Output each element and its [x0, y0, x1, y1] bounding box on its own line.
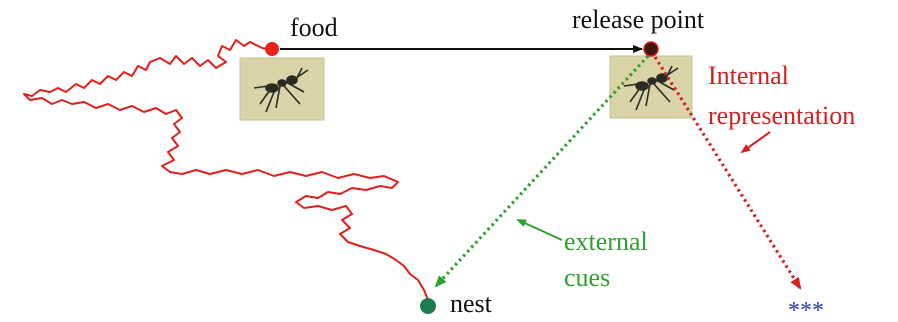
nest-dot — [420, 298, 436, 314]
nest-label: nest — [450, 289, 493, 318]
food-label: food — [290, 13, 338, 42]
external-label-pointer — [518, 220, 562, 240]
ant-photo-food — [240, 58, 324, 120]
internal-label-line1: Internal — [708, 61, 789, 90]
release-point-dot — [644, 42, 658, 56]
external-label-line2: cues — [564, 263, 610, 292]
foraging-path — [24, 40, 428, 300]
food-dot — [265, 42, 279, 56]
ant-photo-release — [610, 56, 692, 118]
internal-label-line2: representation — [708, 101, 855, 130]
internal-label-pointer — [742, 132, 770, 152]
stars-label: *** — [788, 298, 824, 322]
release-point-label: release point — [572, 5, 705, 34]
external-label-line1: external — [564, 227, 648, 256]
